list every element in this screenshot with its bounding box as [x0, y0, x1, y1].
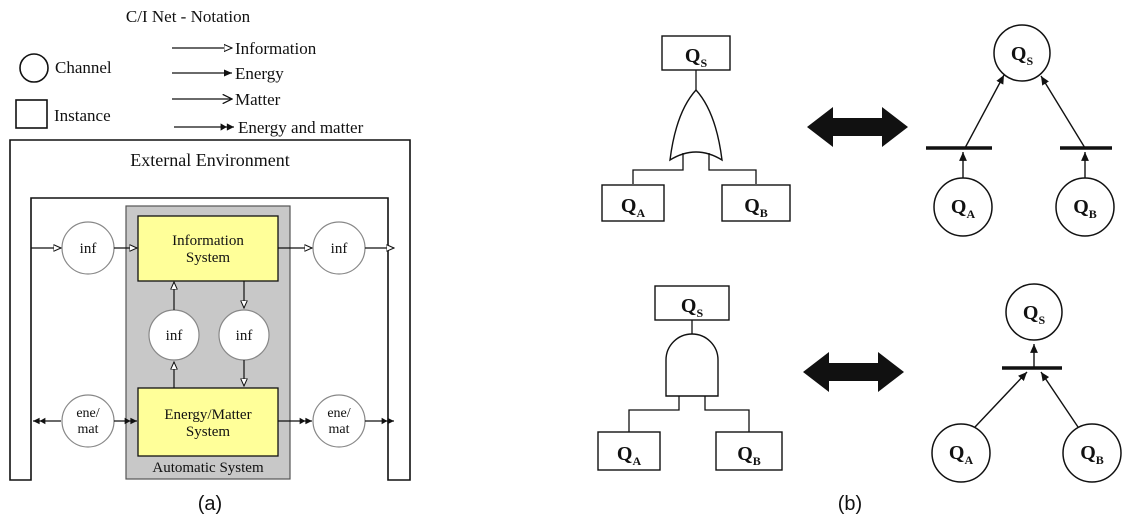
label-qb-bottom-left: QB: [737, 443, 761, 468]
label-qa-top-right: QA: [951, 196, 976, 221]
outer-inf-label-left: inf: [80, 241, 97, 257]
energy-and-matter-label: Energy and matter: [238, 118, 364, 137]
outer-enemat-left-line2: mat: [78, 422, 99, 437]
arc-left-transition-to-qs: [964, 74, 1005, 149]
outer-enemat-channel-right: [312, 394, 366, 448]
notation-title: C/I Net - Notation: [126, 7, 251, 26]
box-qs-top-left: [661, 35, 731, 71]
notation-legend: C/I Net - Notation Channel Instance Info…: [15, 7, 364, 137]
label-qs-bottom-right: QS: [1023, 302, 1046, 327]
box-qa-top-left: [601, 184, 665, 222]
label-qb-bottom-right: QB: [1080, 442, 1104, 467]
energy-matter-system-line2: System: [186, 424, 231, 440]
line-orgate-to-qa: [632, 153, 684, 184]
arc-qa-to-transition-bottom: [974, 371, 1028, 428]
outer-inf-label-right: inf: [331, 241, 348, 257]
panel-b: QS QA QB QS QA QB QS QA QB: [597, 24, 1122, 515]
instance-symbol-icon: [15, 99, 48, 129]
information-system-line1: Information: [172, 233, 244, 249]
caption-a: (a): [198, 493, 222, 515]
inner-inf-label-left: inf: [166, 328, 183, 344]
information-label: Information: [235, 39, 317, 58]
label-qs-bottom-left: QS: [681, 295, 704, 320]
inner-inf-label-right: inf: [236, 328, 253, 344]
panel-a: C/I Net - Notation Channel Instance Info…: [9, 7, 411, 515]
outer-enemat-right-line2: mat: [329, 422, 350, 437]
outer-enemat-right-line1: ene/: [327, 406, 350, 421]
automatic-system-label: Automatic System: [152, 460, 264, 476]
instance-label: Instance: [54, 106, 111, 125]
label-qb-top-left: QB: [744, 195, 768, 220]
box-qa-bottom-left: [597, 431, 661, 471]
arc-qb-to-transition-bottom: [1040, 371, 1079, 428]
label-qa-bottom-left: QA: [617, 443, 642, 468]
double-arrow-bottom-icon: [803, 352, 904, 392]
label-qa-bottom-right: QA: [949, 442, 974, 467]
double-arrow-top-icon: [807, 107, 908, 147]
box-qb-bottom-left: [715, 431, 783, 471]
line-andgate-to-qb: [704, 396, 750, 432]
information-system-box: [137, 215, 279, 282]
external-environment-frame: [9, 139, 411, 481]
channel-label: Channel: [55, 58, 112, 77]
line-andgate-to-qa: [628, 396, 680, 432]
box-qs-bottom-left: [654, 285, 730, 321]
energy-matter-system-line1: Energy/Matter: [164, 407, 251, 423]
label-qs-top-right: QS: [1011, 43, 1034, 68]
energy-matter-system-box: [137, 387, 279, 457]
matter-label: Matter: [235, 90, 281, 109]
outer-enemat-left-line1: ene/: [76, 406, 99, 421]
label-qa-top-left: QA: [621, 195, 646, 220]
label-qb-top-right: QB: [1073, 196, 1097, 221]
place-qs-top-right: [993, 24, 1051, 82]
place-qs-bottom-right: [1005, 283, 1063, 341]
outer-enemat-channel-left: [61, 394, 115, 448]
label-qs-top-left: QS: [685, 45, 708, 70]
and-gate-icon: [665, 333, 719, 397]
information-system-line2: System: [186, 250, 231, 266]
arc-right-transition-to-qs: [1040, 75, 1086, 149]
place-qb-bottom-right: [1062, 423, 1122, 483]
or-gate-icon: [669, 88, 723, 162]
external-environment-label: External Environment: [130, 150, 289, 170]
box-qb-top-left: [721, 184, 791, 222]
line-orgate-to-qb: [708, 153, 757, 184]
energy-label: Energy: [235, 64, 284, 83]
place-qa-bottom-right: [931, 423, 991, 483]
caption-b: (b): [838, 493, 862, 515]
channel-symbol-icon: [19, 53, 49, 83]
